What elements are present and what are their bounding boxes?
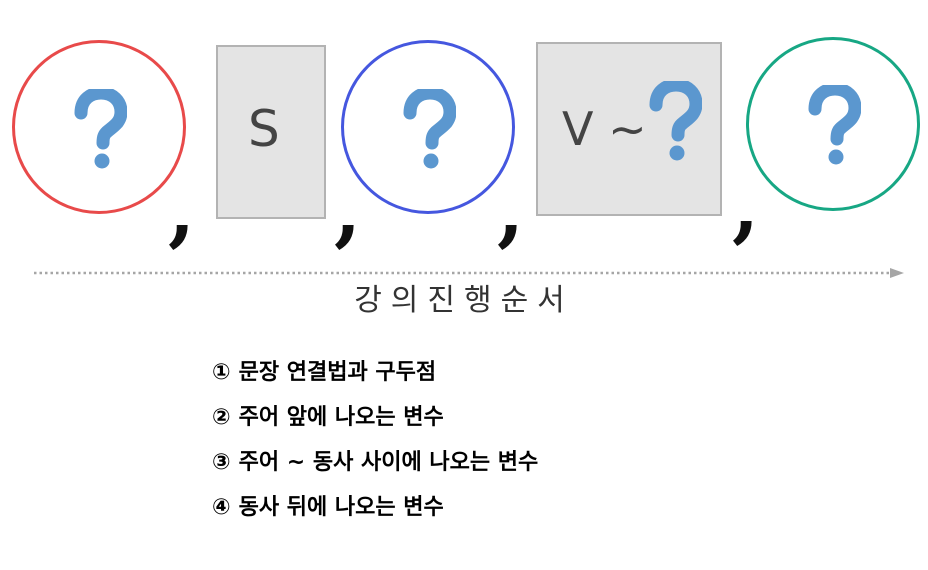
comma-separator: , bbox=[334, 165, 362, 256]
lecture-steps-list: ① 문장 연결법과 구두점 ② 주어 앞에 나오는 변수 ③ 주어 ~ 동사 사이에 … bbox=[212, 350, 538, 530]
list-item: ③ 주어 ~ 동사 사이에 나오는 변수 bbox=[212, 440, 538, 485]
blue-circle bbox=[341, 40, 515, 214]
list-item: ④ 동사 뒤에 나오는 변수 bbox=[212, 485, 538, 530]
dotted-arrow-icon bbox=[34, 263, 904, 278]
step-number: ② bbox=[212, 405, 231, 430]
lecture-order-caption: 강의진행순서 bbox=[354, 283, 574, 318]
step-text: 문장 연결법과 구두점 bbox=[238, 360, 437, 385]
subject-box bbox=[216, 45, 326, 219]
comma-separator: , bbox=[168, 165, 196, 256]
green-circle bbox=[746, 37, 920, 211]
step-text: 주어 ~ 동사 사이에 나오는 변수 bbox=[238, 450, 539, 475]
step-number: ④ bbox=[212, 495, 231, 520]
question-mark-icon bbox=[801, 84, 865, 170]
red-circle bbox=[12, 40, 186, 214]
step-text: 주어 앞에 나오는 변수 bbox=[238, 405, 444, 430]
question-mark-icon bbox=[644, 80, 704, 166]
question-mark-icon bbox=[67, 88, 131, 174]
verb-label: V ~ bbox=[562, 102, 647, 156]
step-number: ③ bbox=[212, 450, 231, 475]
comma-separator: , bbox=[497, 165, 525, 256]
comma-separator: , bbox=[732, 161, 760, 252]
step-number: ① bbox=[212, 360, 231, 385]
verb-box bbox=[536, 42, 722, 216]
list-item: ① 문장 연결법과 구두점 bbox=[212, 350, 538, 395]
step-text: 동사 뒤에 나오는 변수 bbox=[238, 495, 444, 520]
question-mark-icon bbox=[396, 88, 460, 174]
list-item: ② 주어 앞에 나오는 변수 bbox=[212, 395, 538, 440]
subject-label: S bbox=[248, 100, 280, 158]
